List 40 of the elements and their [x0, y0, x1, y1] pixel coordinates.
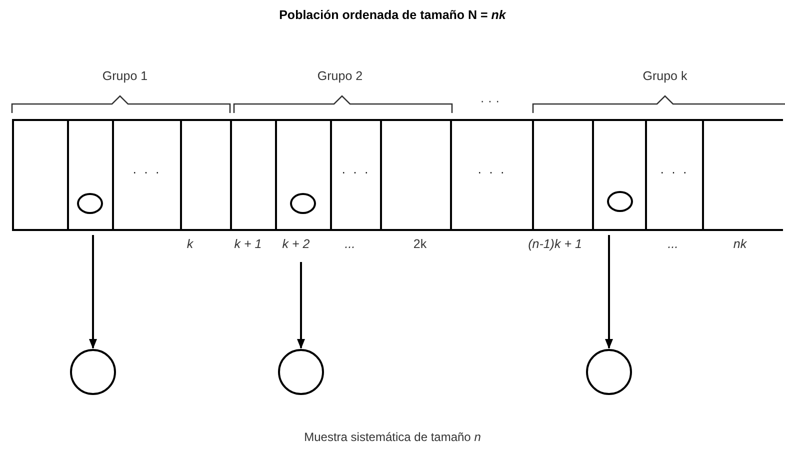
ellipsis-text: · · · — [340, 166, 372, 178]
sample-cell — [592, 119, 647, 231]
label-text: ... — [668, 238, 678, 250]
circle — [278, 349, 324, 395]
sample-cell — [380, 119, 452, 231]
sample-cell — [180, 119, 232, 231]
circle — [70, 349, 116, 395]
label-text: Grupo k — [642, 70, 688, 82]
sample-cell — [450, 119, 534, 231]
sample-cell — [645, 119, 704, 231]
arrow — [297, 262, 305, 349]
sample-cell — [12, 119, 69, 231]
sample-cell — [230, 119, 277, 231]
label-text: k — [186, 238, 194, 250]
sample-cell — [275, 119, 332, 231]
label-text: (n-1)k + 1 — [528, 238, 582, 250]
circle — [290, 193, 316, 214]
label-text: 2k — [413, 238, 427, 250]
ellipsis-text: · · · — [132, 166, 162, 178]
label-text: k + 2 — [282, 238, 310, 250]
sample-cell — [532, 119, 594, 231]
ellipsis-text: · · · — [659, 166, 690, 178]
sample-cell — [330, 119, 382, 231]
diagram-title: Población ordenada de tamaño N = nk — [279, 7, 506, 24]
label-text: ... — [344, 238, 356, 250]
label-text: Grupo 2 — [317, 70, 363, 82]
arrow — [89, 235, 97, 349]
sample-cell — [702, 119, 783, 231]
circle — [607, 191, 633, 212]
circle — [77, 193, 103, 214]
ellipsis-text: · · · — [476, 166, 508, 178]
caption: Muestra sistemática de tamaño n — [304, 429, 481, 446]
label-text: Grupo 1 — [102, 70, 148, 82]
label-text: nk — [733, 238, 747, 250]
label-text: k + 1 — [234, 238, 262, 250]
sample-cell — [67, 119, 114, 231]
arrow — [605, 235, 613, 349]
label-text: · · · — [480, 95, 500, 108]
sample-cell — [112, 119, 182, 231]
circle — [586, 349, 632, 395]
